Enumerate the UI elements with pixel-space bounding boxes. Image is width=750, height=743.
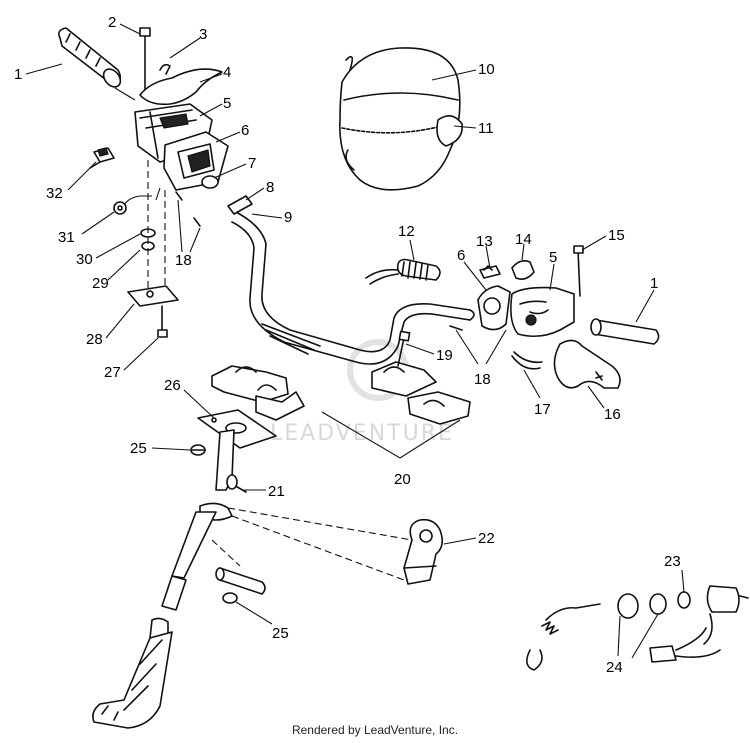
callout-25-lower: 25	[272, 625, 289, 642]
callout-18-right: 18	[474, 371, 491, 388]
callout-21: 21	[268, 483, 285, 500]
callout-26: 26	[164, 377, 181, 394]
callout-25-upper: 25	[130, 440, 147, 457]
callout-27: 27	[104, 364, 121, 381]
callout-29: 29	[92, 275, 109, 292]
bolt-part	[157, 305, 168, 338]
handlebar-end-part	[227, 195, 253, 215]
footer-credit: Rendered by LeadVenture, Inc.	[291, 723, 459, 737]
callout-1: 1	[14, 66, 22, 83]
clamp-plate-part	[127, 285, 179, 307]
callout-23: 23	[664, 553, 681, 570]
callout-3: 3	[199, 26, 207, 43]
callout-31: 31	[58, 229, 75, 246]
lower-clamp-left-part	[211, 365, 305, 421]
right-grip-part	[590, 318, 660, 345]
callout-6: 6	[241, 122, 249, 139]
bracket-part	[403, 518, 444, 585]
callout-1-right: 1	[650, 275, 658, 292]
callout-22: 22	[478, 530, 495, 547]
callout-13: 13	[476, 233, 493, 250]
switch-part	[89, 147, 115, 169]
handlebar-pad-part	[339, 47, 463, 191]
callout-labels: 1 2 3 4 5 6 7 8 9 10 11 32 31 30 29 18 2…	[14, 14, 681, 676]
callout-9: 9	[284, 209, 292, 226]
handlebar-part	[231, 211, 475, 365]
nut-part	[113, 201, 127, 215]
small-screws-part	[175, 191, 201, 227]
callout-19: 19	[436, 347, 453, 364]
callout-30: 30	[76, 251, 93, 268]
callout-17: 17	[534, 401, 551, 418]
callout-28: 28	[86, 331, 103, 348]
callout-24: 24	[606, 659, 623, 676]
right-housing-part	[510, 286, 575, 338]
guard-part	[553, 339, 621, 389]
clamp-bolt-part	[397, 330, 411, 367]
callout-7: 7	[248, 155, 256, 172]
throttle-lever-part	[139, 63, 223, 106]
callout-32: 32	[46, 185, 63, 202]
right-screw-part	[573, 245, 584, 297]
key-switch-part	[526, 585, 749, 671]
callout-2: 2	[108, 14, 116, 31]
callout-6-right: 6	[457, 247, 465, 264]
right-cover-part	[477, 285, 511, 331]
post-bolt-part	[226, 474, 247, 493]
callout-15: 15	[608, 227, 625, 244]
callout-18-left: 18	[175, 252, 192, 269]
lower-nut-part	[222, 592, 238, 604]
callout-8: 8	[266, 179, 274, 196]
throttle-screw-part	[139, 27, 151, 93]
spring-part	[365, 258, 441, 285]
clip-part	[479, 265, 501, 279]
callout-5: 5	[223, 95, 231, 112]
callout-14: 14	[515, 231, 532, 248]
callout-5-right: 5	[549, 249, 557, 266]
callout-4: 4	[223, 64, 231, 81]
steering-post-part	[92, 429, 235, 729]
post-nut-part	[190, 444, 206, 456]
watermark-text: LEADVENTURE	[270, 421, 454, 446]
callout-12: 12	[398, 223, 415, 240]
callout-20: 20	[394, 471, 411, 488]
watermark: LEADVENTURE	[270, 339, 454, 446]
callout-16: 16	[604, 406, 621, 423]
clamp-ring-part	[511, 351, 543, 370]
left-grip-part	[58, 27, 122, 88]
callout-10: 10	[478, 61, 495, 78]
leader-lines	[25, 23, 655, 625]
cap-part	[511, 260, 535, 280]
spacer-tube-part	[215, 567, 266, 595]
upper-clamp-part	[371, 361, 471, 425]
grommet-part	[201, 175, 219, 189]
callout-11: 11	[478, 120, 494, 137]
right-small-screw-part	[449, 325, 463, 331]
